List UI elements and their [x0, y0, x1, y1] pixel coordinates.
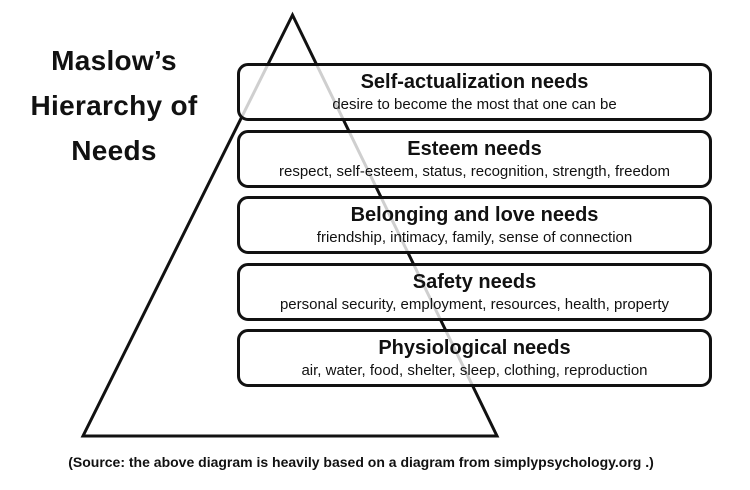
source-note: (Source: the above diagram is heavily ba… — [68, 454, 654, 470]
level-esteem: Esteem needs respect, self-esteem, statu… — [237, 130, 712, 188]
level-description: respect, self-esteem, status, recognitio… — [278, 163, 671, 180]
title-line-3: Needs — [71, 135, 157, 166]
level-self-actualization: Self-actualization needs desire to becom… — [237, 63, 712, 121]
level-heading: Esteem needs — [407, 138, 542, 160]
title-line-1: Maslow’s — [51, 45, 177, 76]
level-description: desire to become the most that one can b… — [332, 96, 617, 113]
level-heading: Belonging and love needs — [350, 204, 599, 226]
level-description: personal security, employment, resources… — [279, 296, 670, 313]
level-description: air, water, food, shelter, sleep, clothi… — [301, 362, 648, 379]
level-heading: Self-actualization needs — [360, 71, 589, 93]
diagram-title: Maslow’s Hierarchy of Needs — [18, 38, 210, 173]
title-line-2: Hierarchy of — [30, 90, 198, 121]
level-safety: Safety needs personal security, employme… — [237, 263, 712, 321]
level-physiological: Physiological needs air, water, food, sh… — [237, 329, 712, 387]
level-heading: Physiological needs — [378, 337, 571, 359]
level-heading: Safety needs — [412, 271, 537, 293]
level-description: friendship, intimacy, family, sense of c… — [316, 229, 633, 246]
level-belonging-love: Belonging and love needs friendship, int… — [237, 196, 712, 254]
